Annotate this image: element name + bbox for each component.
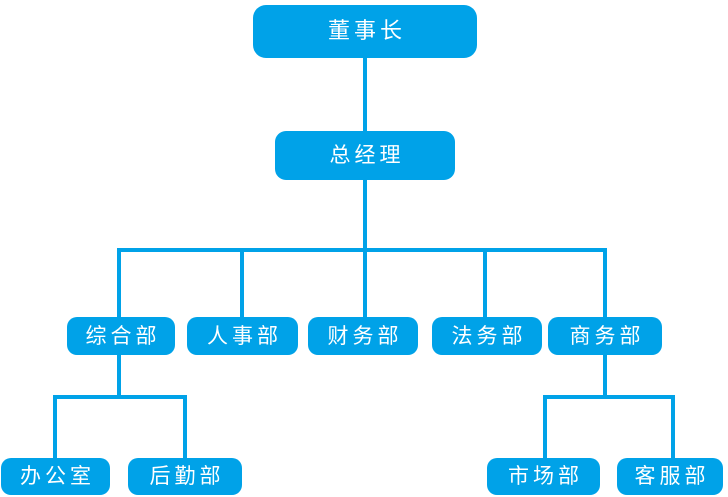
connector-drop-hr — [240, 250, 244, 317]
org-node-general-manager-label: 总经理 — [329, 143, 405, 167]
connector-drop-logistics — [183, 397, 187, 458]
org-node-legal-label: 法务部 — [451, 323, 527, 348]
connector-level3-rail — [117, 248, 607, 252]
org-node-general-manager: 总经理 — [275, 131, 455, 180]
connector-drop-marketing — [543, 397, 547, 458]
org-node-customer-service-dept: 客服部 — [617, 458, 723, 495]
org-node-chairman-label: 董事长 — [327, 18, 406, 44]
org-node-general-affairs-dept: 综合部 — [67, 317, 175, 355]
connector-drop-finance — [363, 250, 367, 317]
org-node-general-affairs-label: 综合部 — [85, 323, 161, 348]
org-node-office-label: 办公室 — [20, 464, 95, 488]
org-node-logistics-dept: 后勤部 — [128, 458, 242, 495]
connector-drop-customer-service — [671, 397, 675, 458]
connector-drop-legal — [483, 250, 487, 317]
org-node-legal-dept: 法务部 — [432, 317, 542, 355]
connector-right-subtree-rail — [543, 395, 675, 399]
connector-chairman-general-manager — [363, 57, 367, 131]
connector-drop-business — [603, 250, 607, 317]
org-node-business-label: 商务部 — [569, 323, 645, 348]
connector-drop-office — [53, 397, 57, 458]
org-node-finance-label: 财务部 — [327, 323, 403, 348]
connector-business-trunk — [603, 355, 607, 397]
connector-general-affairs-trunk — [117, 355, 121, 397]
connector-general-manager-trunk — [363, 179, 367, 250]
org-node-marketing-label: 市场部 — [508, 464, 583, 488]
org-node-chairman: 董事长 — [253, 5, 477, 58]
connector-drop-general-affairs — [117, 250, 121, 317]
org-node-marketing-dept: 市场部 — [487, 458, 600, 495]
org-node-office: 办公室 — [1, 458, 110, 495]
org-node-finance-dept: 财务部 — [308, 317, 418, 355]
org-node-logistics-label: 后勤部 — [149, 464, 225, 488]
org-node-hr-label: 人事部 — [207, 323, 282, 348]
org-node-business-dept: 商务部 — [548, 317, 662, 355]
org-node-hr-dept: 人事部 — [187, 317, 298, 355]
connector-left-subtree-rail — [53, 395, 187, 399]
org-node-customer-service-label: 客服部 — [634, 464, 710, 488]
